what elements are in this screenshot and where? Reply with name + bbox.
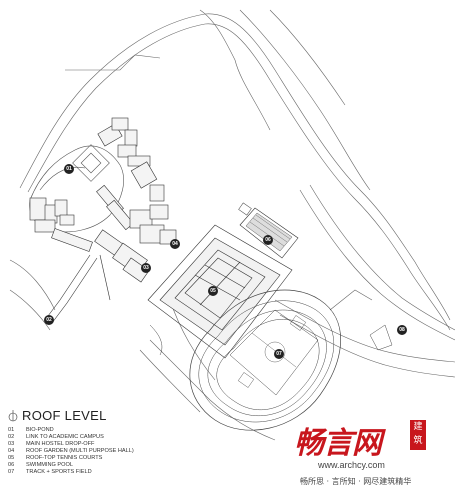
- svg-text:03: 03: [143, 265, 149, 271]
- svg-text:06: 06: [265, 237, 271, 243]
- hostel-buildings: [29, 117, 177, 283]
- marker-05: 05: [208, 286, 218, 296]
- watermark-logo: 畅言网: [294, 426, 382, 461]
- marker-08: 08: [397, 325, 407, 335]
- link-bridge: [44, 254, 111, 324]
- site-contours: [9, 9, 455, 441]
- svg-text:07: 07: [276, 351, 282, 357]
- svg-text:05: 05: [210, 288, 216, 294]
- north-arrow-icon: [8, 409, 18, 421]
- legend-title-row: ROOF LEVEL: [8, 408, 268, 423]
- tennis-court-block: [147, 224, 293, 359]
- watermark-slogan: 畅所思 · 言所知 · 网尽建筑精华: [300, 477, 412, 486]
- svg-text:02: 02: [46, 317, 52, 323]
- watermark-badge: 建筑: [410, 420, 426, 450]
- marker-04: 04: [170, 239, 180, 249]
- marker-02: 02: [44, 315, 54, 325]
- marker-06: 06: [263, 235, 273, 245]
- watermark: 畅言网 建筑 www.archcy.com 畅所思 · 言所知 · 网尽建筑精华: [292, 418, 452, 498]
- marker-07: 07: [274, 349, 284, 359]
- svg-text:04: 04: [172, 241, 178, 247]
- marker-01: 01: [64, 164, 74, 174]
- marker-03: 03: [141, 263, 151, 273]
- swimming-pool: [239, 207, 299, 259]
- watermark-url: www.archcy.com: [318, 460, 385, 470]
- plan-markers: 01 02 03 04 05 06 07 08: [44, 164, 407, 359]
- svg-text:08: 08: [399, 327, 405, 333]
- legend-title: ROOF LEVEL: [22, 408, 107, 423]
- misc-structures: [149, 202, 393, 356]
- svg-text:01: 01: [66, 166, 72, 172]
